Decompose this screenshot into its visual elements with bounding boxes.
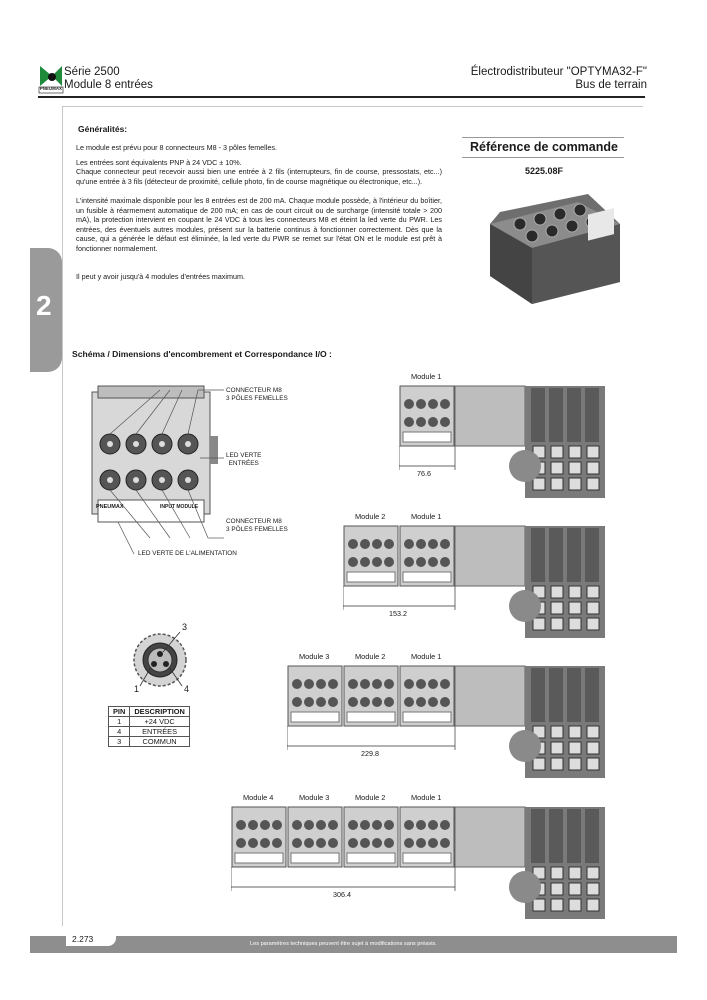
description-cell: ENTRÉES [129,726,190,737]
assembly-module-label: Module 1 [411,372,442,381]
content-frame-top [62,106,643,107]
pin-label-1: 1 [134,684,140,694]
module-face-brand: PNEUMAX [96,504,124,510]
table-row: 1 +24 VDC [107,716,190,727]
para-connectors: Le module est prévu pour 8 connecteurs M… [76,143,277,152]
reference-rule-top [462,137,624,138]
assembly-dimension: 153.2 [389,609,407,618]
pin-cell: 3 [107,736,131,747]
para-max-modules: Il peut y avoir jusqu'à 4 modules d'entr… [76,272,245,281]
reference-rule-bottom [462,157,624,158]
callout-connector-bottom: CONNECTEUR M8 3 PÔLES FEMELLES [226,518,288,533]
content-frame-left [62,106,63,926]
para-inputs: Les entrées sont équivalents PNP à 24 VD… [76,158,242,167]
pin-table-header: PIN DESCRIPTION [107,706,190,717]
footer-bar [30,936,677,953]
module-title: Module 8 entrées [64,79,153,91]
assembly-module-label: Module 2 [355,652,386,661]
callout-connector-top: CONNECTEUR M8 3 PÔLES FEMELLES [226,387,288,402]
assembly-module-label: Module 3 [299,652,330,661]
callout-connector-top-line2: 3 PÔLES FEMELLES [226,394,288,402]
para-wiring: Chaque connecteur peut recevoir aussi bi… [76,167,442,186]
callout-connector-bottom-line2: 3 PÔLES FEMELLES [226,525,288,533]
assembly-module-label: Module 4 [243,793,274,802]
description-cell: +24 VDC [129,716,190,727]
pin-col-header: PIN [107,706,131,717]
pin-cell: 1 [107,716,131,727]
header-rule [38,96,645,98]
assembly-dimension: 76.6 [417,469,431,478]
assembly-module-label: Module 3 [299,793,330,802]
callout-led-inputs: LED VERTE ENTRÉES [226,452,261,467]
assembly-drawing [399,385,605,498]
header-right: Électrodistributeur "OPTYMA32-F" Bus de … [471,66,647,92]
brand-logo [38,64,64,94]
assembly-module-label: Module 1 [411,793,442,802]
callout-led-inputs-line2: ENTRÉES [228,459,259,467]
reference-code: 5225.08F [524,166,564,176]
table-row: 4 ENTRÉES [107,726,190,737]
assembly-dimension: 229.8 [361,749,379,758]
assembly-drawing [343,525,605,638]
description-col-header: DESCRIPTION [129,706,190,717]
series-name: Série 2500 [64,66,120,78]
section-tab: 2 [30,248,62,372]
page-number: 2.273 [66,933,116,946]
footer-note: Les paramètres techniques peuvent être s… [250,941,437,947]
pin-cell: 4 [107,726,131,737]
assembly-module-label: Module 2 [355,512,386,521]
category-name: Bus de terrain [575,79,647,91]
module-front-drawing [91,385,224,555]
assembly-module-label: Module 1 [411,652,442,661]
brand-logo-text: PNEUMAX [39,86,63,91]
section-number: 2 [36,290,52,321]
assembly-drawing [231,806,605,919]
assembly-module-label: Module 2 [355,793,386,802]
assembly-dimension: 306.4 [333,890,351,899]
schema-title: Schéma / Dimensions d'encombrement et Co… [72,349,332,359]
product-name: Électrodistributeur "OPTYMA32-F" [470,66,647,78]
reference-title: Référence de commande [470,140,618,154]
assembly-module-label: Module 1 [411,512,442,521]
table-row: 3 COMMUN [107,736,190,747]
description-cell: COMMUN [129,736,190,747]
pin-table: PIN DESCRIPTION 1 +24 VDC 4 ENTRÉES 3 CO… [107,706,190,747]
generalites-heading: Généralités: [78,124,128,134]
m8-connector-drawing [133,631,187,687]
assembly-drawing [287,665,605,778]
header-left: Série 2500 Module 8 entrées [64,66,153,92]
pin-label-4: 4 [184,684,190,694]
para-intensity: L'intensité maximale disponible pour les… [76,196,442,253]
callout-connector-top-line1: CONNECTEUR M8 [226,387,282,394]
product-photo [490,194,620,304]
pin-label-3: 3 [182,622,188,632]
callout-led-power: LED VERTE DE L'ALIMENTATION [138,550,237,557]
callout-led-inputs-line1: LED VERTE [226,452,262,459]
module-face-name: INPUT MODULE [160,504,199,510]
callout-connector-bottom-line1: CONNECTEUR M8 [226,518,282,525]
